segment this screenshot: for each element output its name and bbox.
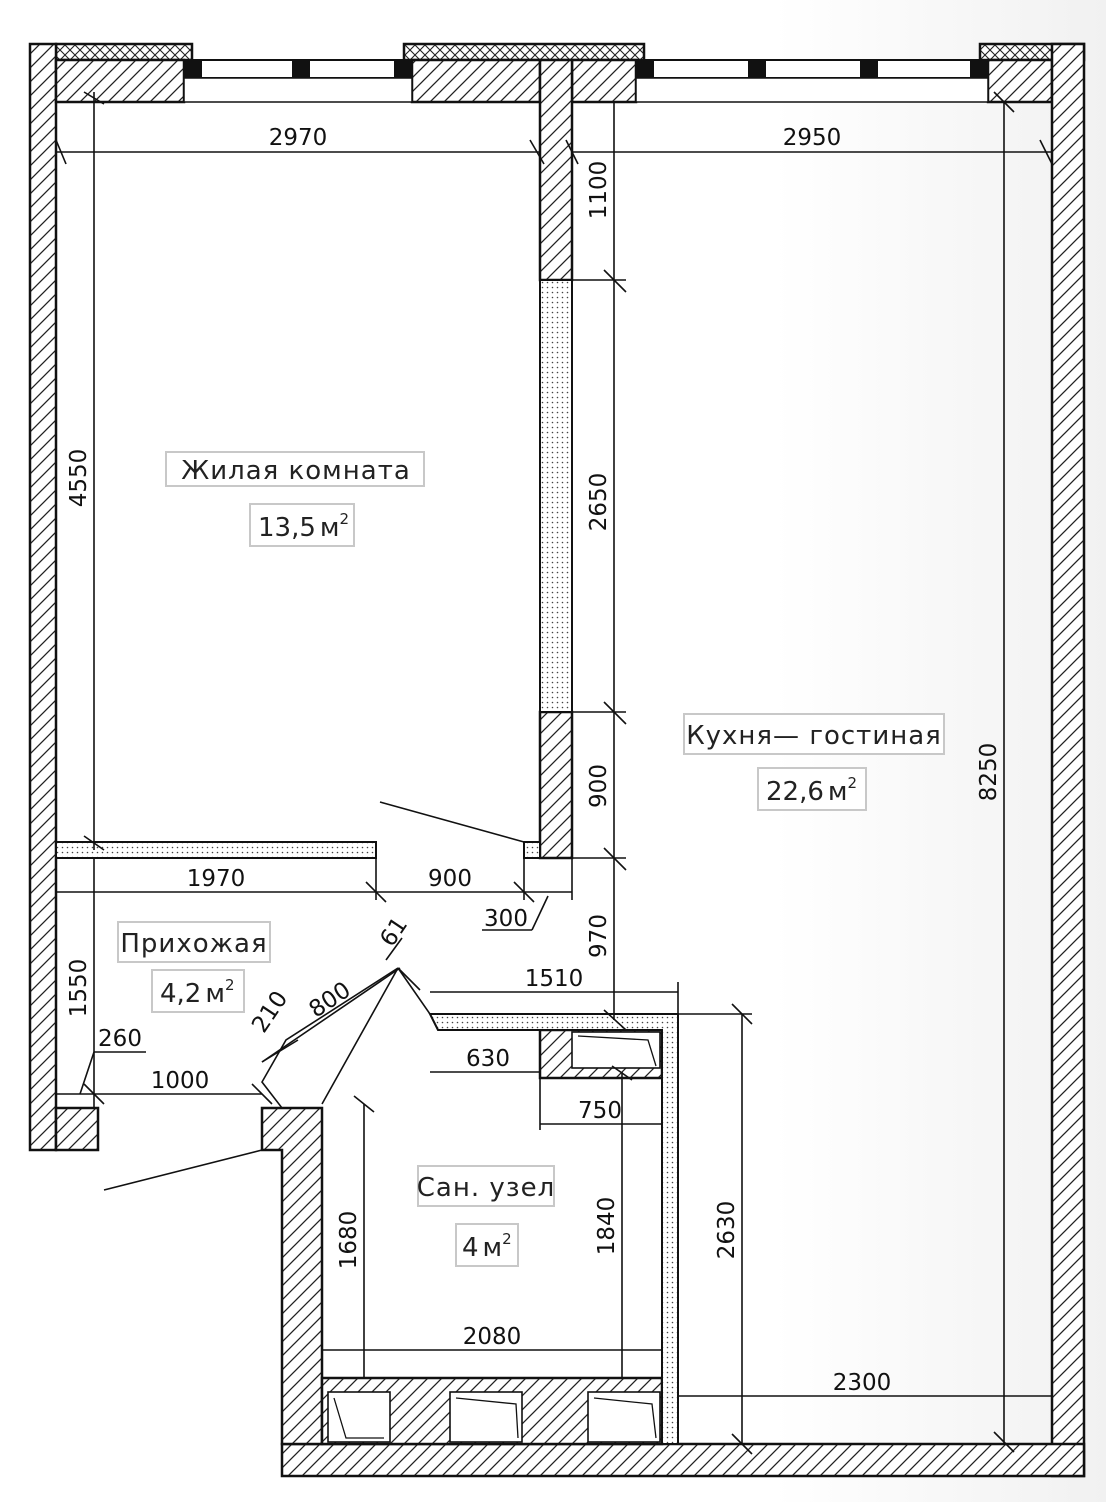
room-living-name: Жилая комната	[181, 456, 411, 486]
door-bath	[397, 967, 439, 1031]
dim-living-depth: 4550	[66, 449, 92, 508]
dim-bath-left: 1680	[336, 1211, 362, 1270]
wall-center-top	[538, 58, 574, 282]
dim-hall-depth: 1550	[66, 959, 92, 1018]
door-living	[379, 801, 525, 843]
dimension-lines	[55, 91, 1053, 1455]
dim-diag-61: 61	[375, 913, 413, 952]
wall-bottom	[280, 1442, 1086, 1478]
dim-hall-wall: 1970	[187, 866, 246, 892]
dim-bath-right: 1840	[594, 1197, 620, 1256]
dim-kitchen-right-low: 2630	[714, 1201, 740, 1260]
partition-hall	[55, 841, 377, 859]
niche-1	[327, 1391, 391, 1443]
dim-living-width: 2970	[269, 125, 328, 151]
dim-kitchen-width: 2950	[783, 125, 842, 151]
wall-top-mid-right	[570, 58, 638, 104]
dim-bath-niche: 750	[578, 1098, 622, 1124]
doors	[103, 801, 525, 1191]
wall-top-mid-left	[410, 58, 542, 104]
dim-bath-bottom: 2080	[463, 1324, 522, 1350]
dim-door-living: 900	[428, 866, 472, 892]
parapet-left	[54, 42, 194, 62]
partition-center	[539, 279, 573, 713]
door-entry	[103, 1149, 263, 1191]
dim-wall-mid: 2650	[586, 473, 612, 532]
door-bath-leaf	[261, 967, 399, 1109]
wall-left	[28, 42, 58, 1152]
dim-kitchen-bottom: 2300	[833, 1370, 892, 1396]
dimension-labels: 2970 2950 4550 1100 2650 900 8250 1970 9…	[66, 125, 1002, 1396]
partition-jamb	[523, 841, 541, 859]
parapet-middle	[402, 42, 646, 62]
wall-top-left	[54, 58, 186, 104]
plumbing-niches	[327, 1031, 661, 1443]
dim-hall-gap: 970	[586, 914, 612, 958]
dim-wall-top: 1100	[586, 161, 612, 220]
wall-top-right	[986, 58, 1054, 104]
windows	[183, 59, 989, 103]
room-hall-name: Прихожая	[120, 929, 267, 959]
niche-top	[571, 1031, 661, 1069]
dim-door-jamb: 300	[484, 906, 528, 932]
wall-center-bottom	[538, 710, 574, 860]
dim-diag-210: 210	[247, 987, 293, 1038]
wall-bath-left	[260, 1106, 324, 1446]
wall-right	[1050, 42, 1086, 1478]
niche-3	[587, 1391, 661, 1443]
dim-bath-nook: 630	[466, 1046, 510, 1072]
exterior-walls	[28, 42, 1086, 1478]
partitions	[55, 279, 679, 1445]
dim-kitchen-depth: 8250	[976, 743, 1002, 802]
room-kitchen-name: Кухня— гостиная	[686, 721, 942, 751]
niche-2	[449, 1391, 523, 1443]
window-right	[635, 59, 989, 79]
dim-wall-low: 900	[586, 764, 612, 808]
dim-hall-small: 260	[98, 1026, 142, 1052]
dim-bath-top: 1510	[525, 966, 584, 992]
dim-entry-width: 1000	[151, 1068, 210, 1094]
wall-stub-left	[54, 1106, 100, 1152]
room-bath-name: Сан. узел	[417, 1173, 555, 1203]
